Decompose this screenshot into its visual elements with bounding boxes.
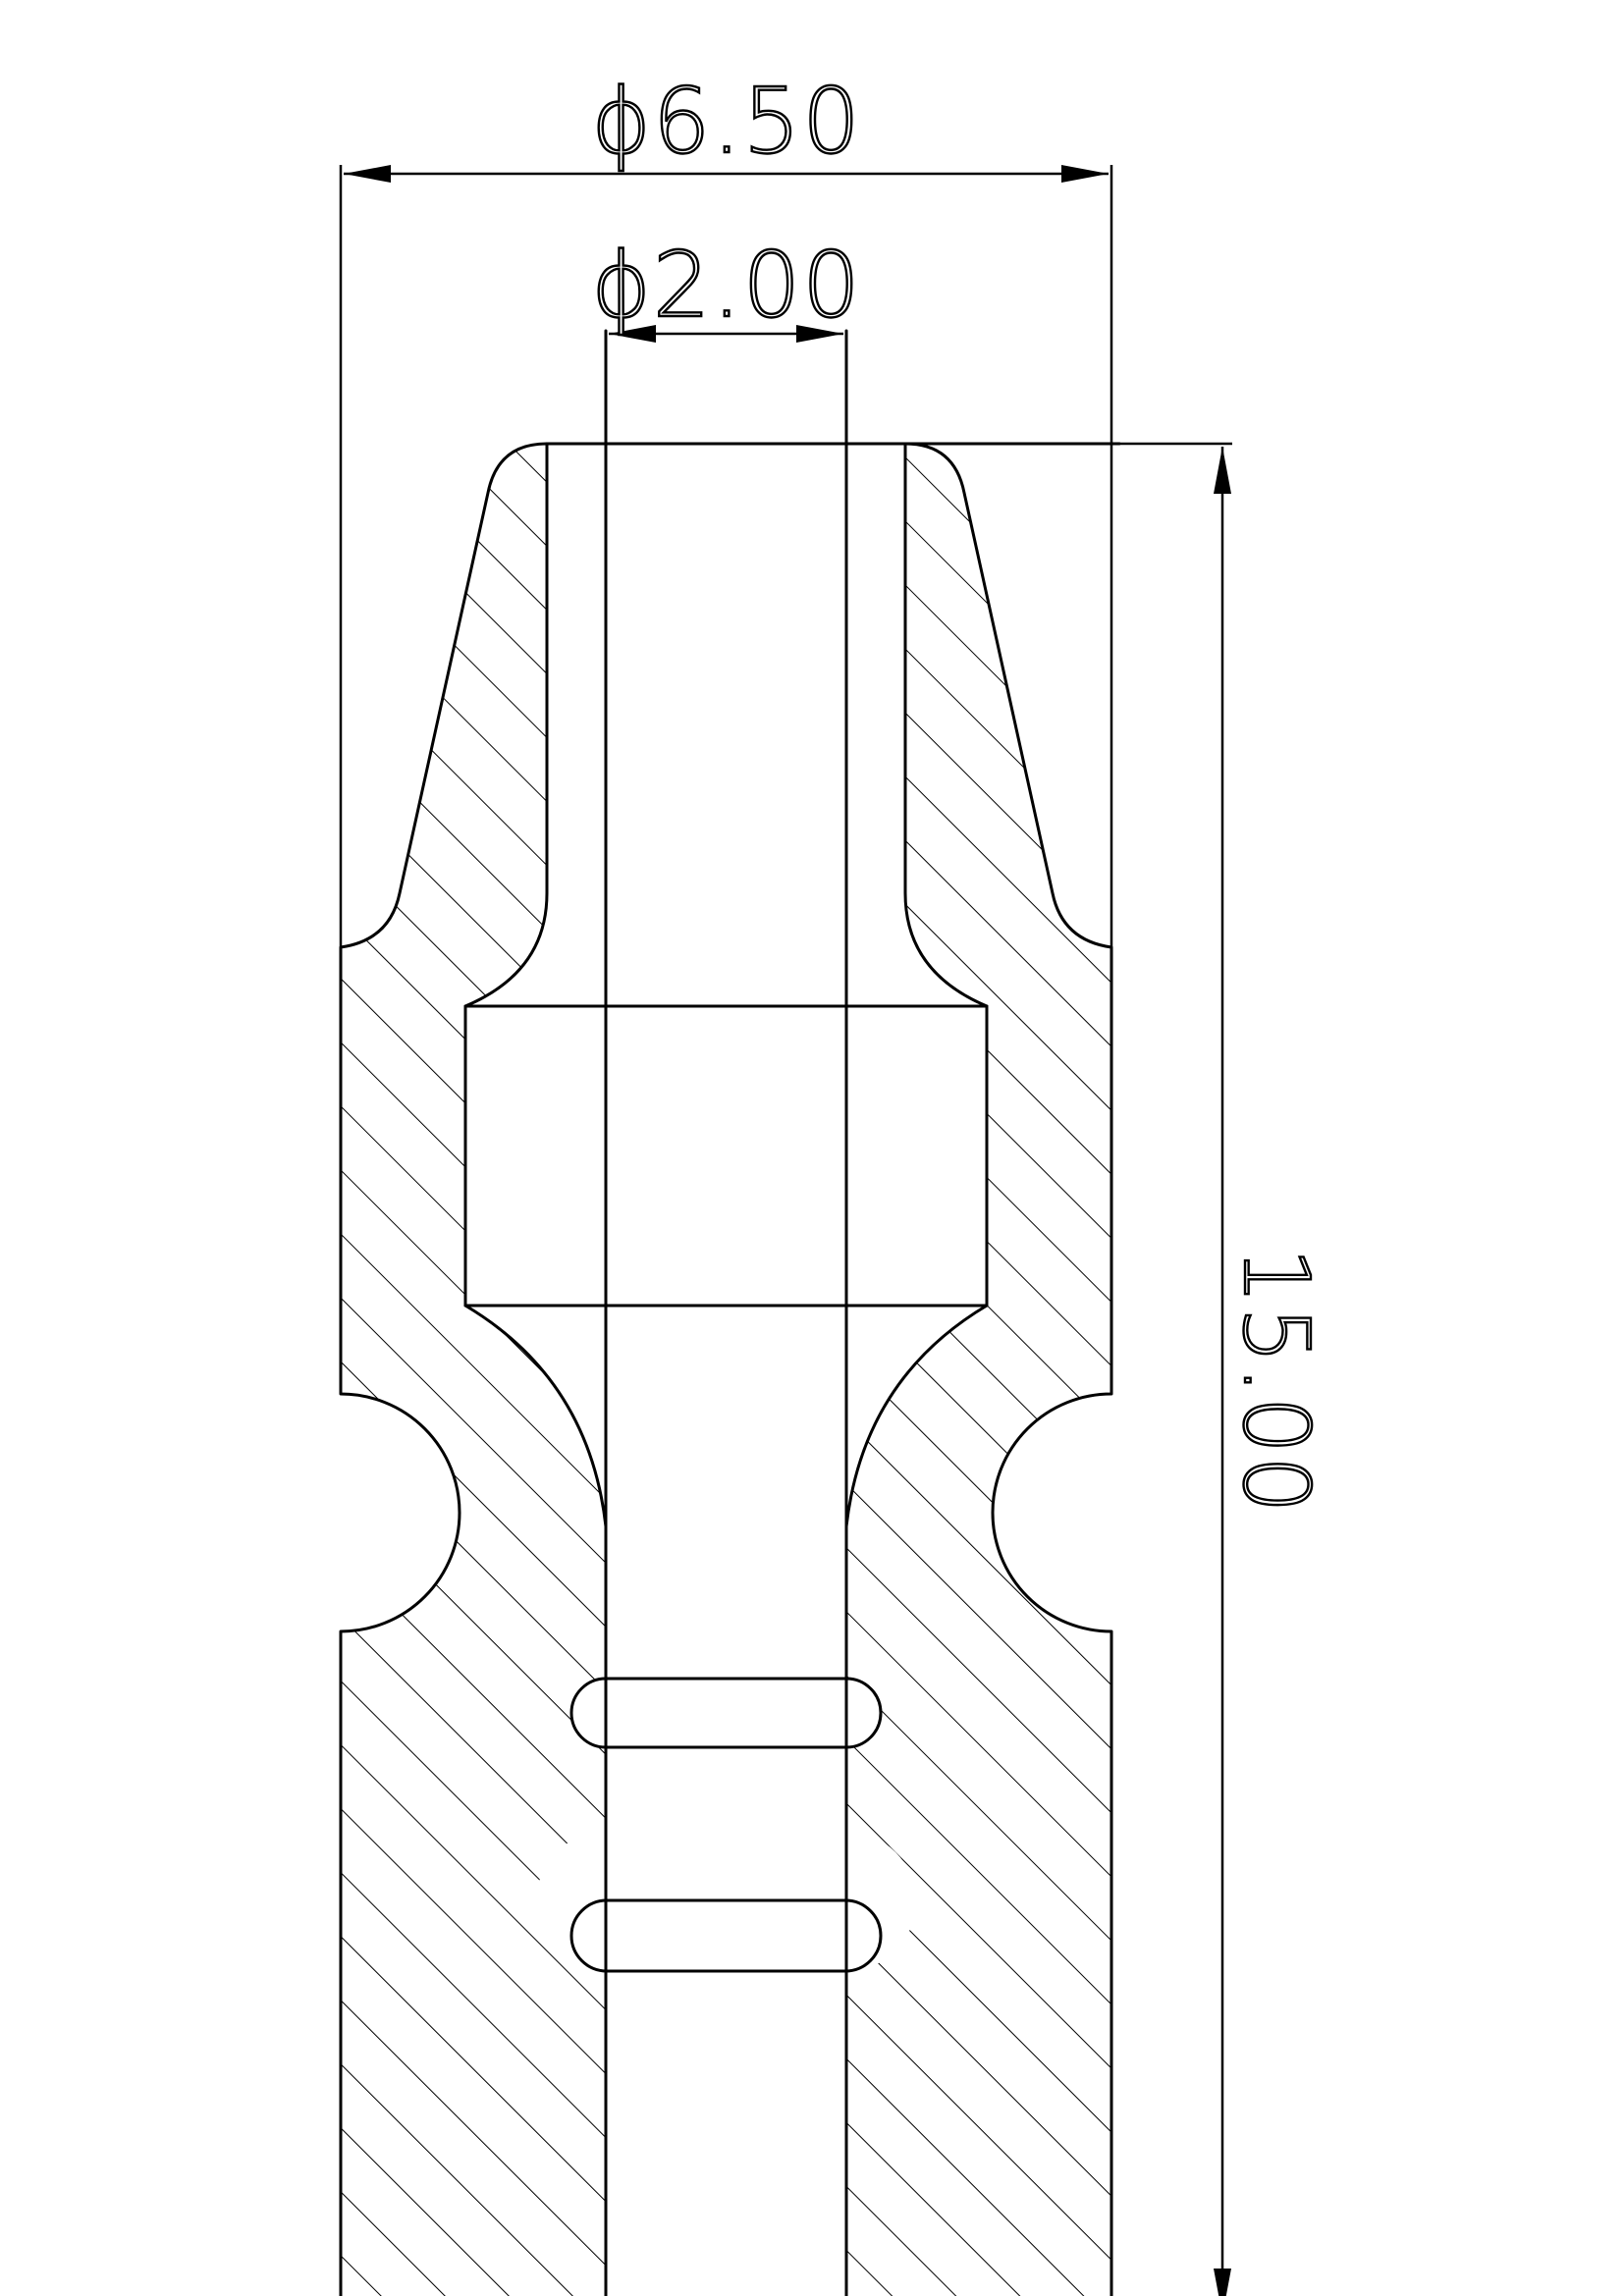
arrowhead-bottom bbox=[1214, 2269, 1231, 2296]
arrowhead-right bbox=[1061, 165, 1109, 183]
bore-diameter-label: ϕ2.00 bbox=[591, 233, 862, 338]
arrowhead-left bbox=[344, 165, 391, 183]
arrowhead-right bbox=[796, 325, 843, 343]
bore-cutouts bbox=[465, 1006, 987, 2296]
right-recess-wall bbox=[903, 442, 989, 1008]
left-recess-wall bbox=[463, 442, 549, 1008]
arrowhead-left bbox=[609, 325, 656, 343]
groove-upper-outline bbox=[569, 1677, 883, 1749]
groove-lower-outline bbox=[569, 1898, 883, 1973]
groove-lower bbox=[571, 1900, 881, 1971]
left-outer-profile bbox=[339, 442, 549, 2296]
counterbore bbox=[465, 1006, 987, 1306]
left-transition-curve bbox=[463, 1304, 608, 1528]
overall-length-label: 15.00 bbox=[1223, 1247, 1328, 1515]
outer-diameter-label: ϕ6.50 bbox=[591, 69, 862, 174]
arrowhead-top bbox=[1214, 447, 1231, 494]
right-transition-curve bbox=[844, 1304, 989, 1528]
part-outline bbox=[339, 329, 1121, 2296]
groove-upper bbox=[571, 1679, 881, 1747]
hatch-right bbox=[846, 444, 1111, 2296]
bore-channel bbox=[606, 1306, 846, 2296]
hatched-material bbox=[341, 444, 1111, 2296]
dimension-outer-diameter: ϕ6.50 bbox=[339, 68, 1113, 947]
hatch-left bbox=[341, 444, 606, 2296]
right-outer-profile bbox=[903, 442, 1113, 2296]
counterbore-outline bbox=[463, 1004, 989, 1308]
dimension-overall-length: 15.00 bbox=[1119, 442, 1329, 2296]
dimension-bore-diameter: ϕ2.00 bbox=[590, 232, 862, 343]
